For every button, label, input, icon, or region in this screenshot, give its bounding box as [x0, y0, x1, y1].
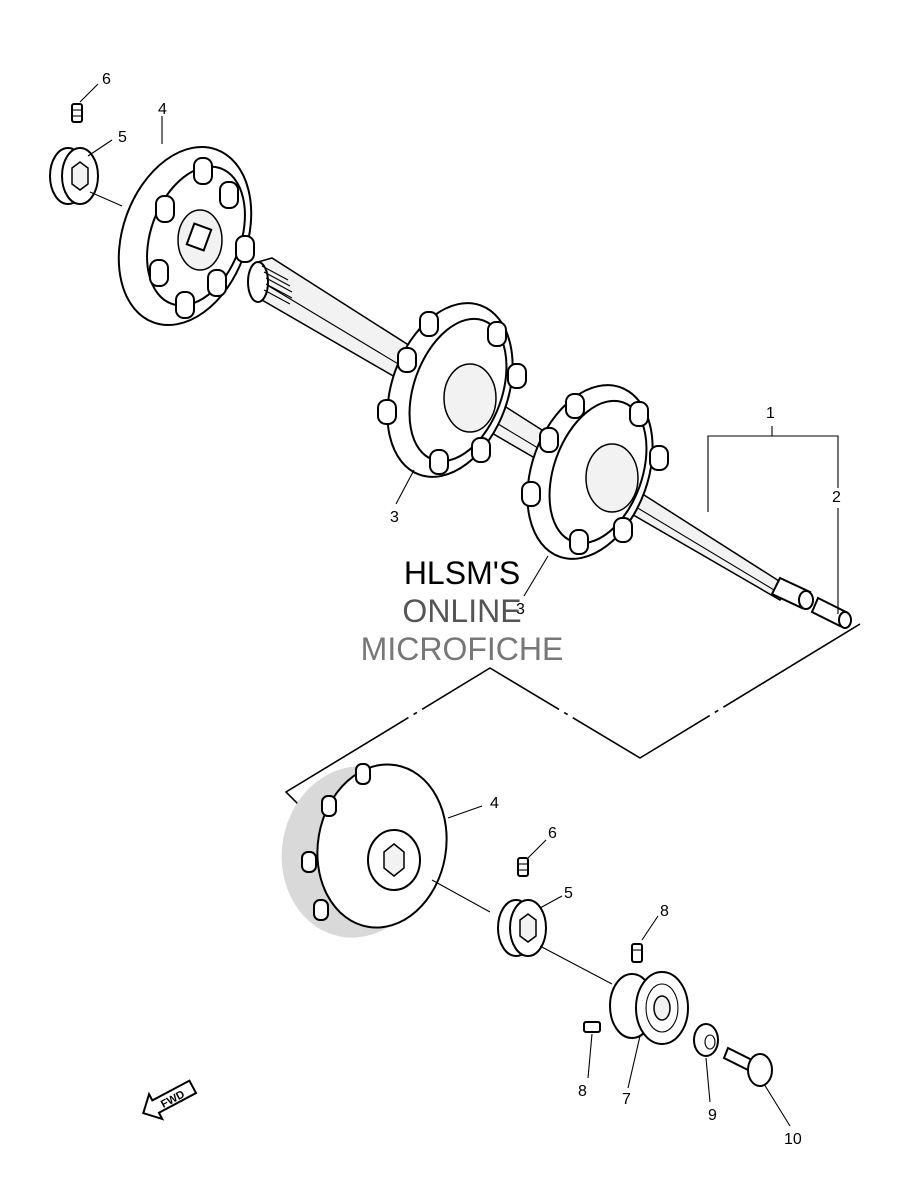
collar-upper[interactable] — [49, 147, 99, 205]
callout-8-upper: 8 — [660, 903, 669, 920]
watermark-line3: MICROFICHE — [361, 631, 564, 667]
callout-4-upper: 4 — [158, 101, 167, 118]
callout-3-right: 3 — [516, 601, 525, 618]
sprocket-wheel-left[interactable] — [95, 128, 274, 343]
leader-lines — [79, 83, 839, 1127]
watermark-line2: ONLINE — [402, 593, 521, 629]
fwd-arrow-icon: FWD — [142, 1079, 198, 1121]
callout-5-lower: 5 — [564, 885, 573, 902]
bolt[interactable] — [722, 1046, 773, 1087]
callout-6-upper: 6 — [102, 71, 111, 88]
set-screw-upper[interactable] — [71, 103, 83, 123]
bearing-set-screw-side[interactable] — [583, 1021, 601, 1033]
callout-1: 1 — [766, 405, 775, 422]
idler-wheel[interactable] — [268, 754, 459, 949]
bearing-set-screw-top[interactable] — [631, 943, 643, 963]
collar-lower[interactable] — [497, 899, 547, 957]
sprocket-middle[interactable] — [365, 286, 536, 495]
sprocket-right[interactable] — [505, 368, 676, 577]
watermark: HLSM'S ONLINE MICROFICHE — [361, 555, 564, 667]
set-screw-lower[interactable] — [517, 857, 529, 877]
callout-3-left: 3 — [390, 509, 399, 526]
callout-5-upper: 5 — [118, 129, 127, 146]
callout-2: 2 — [832, 489, 841, 506]
bearing[interactable] — [609, 971, 689, 1045]
callout-10: 10 — [784, 1131, 802, 1148]
washer[interactable] — [693, 1023, 719, 1057]
drive-shaft[interactable] — [247, 257, 814, 610]
callout-7: 7 — [622, 1091, 631, 1108]
callout-6-lower: 6 — [548, 825, 557, 842]
callout-9: 9 — [708, 1107, 717, 1124]
shaft-pin[interactable] — [810, 596, 852, 629]
callout-8-lower: 8 — [578, 1083, 587, 1100]
callout-4-lower: 4 — [490, 795, 499, 812]
callout-labels: 6 5 4 1 2 3 3 4 6 5 8 8 7 9 10 — [102, 71, 841, 1148]
fwd-label: FWD — [159, 1088, 187, 1110]
watermark-line1: HLSM'S — [404, 555, 520, 591]
